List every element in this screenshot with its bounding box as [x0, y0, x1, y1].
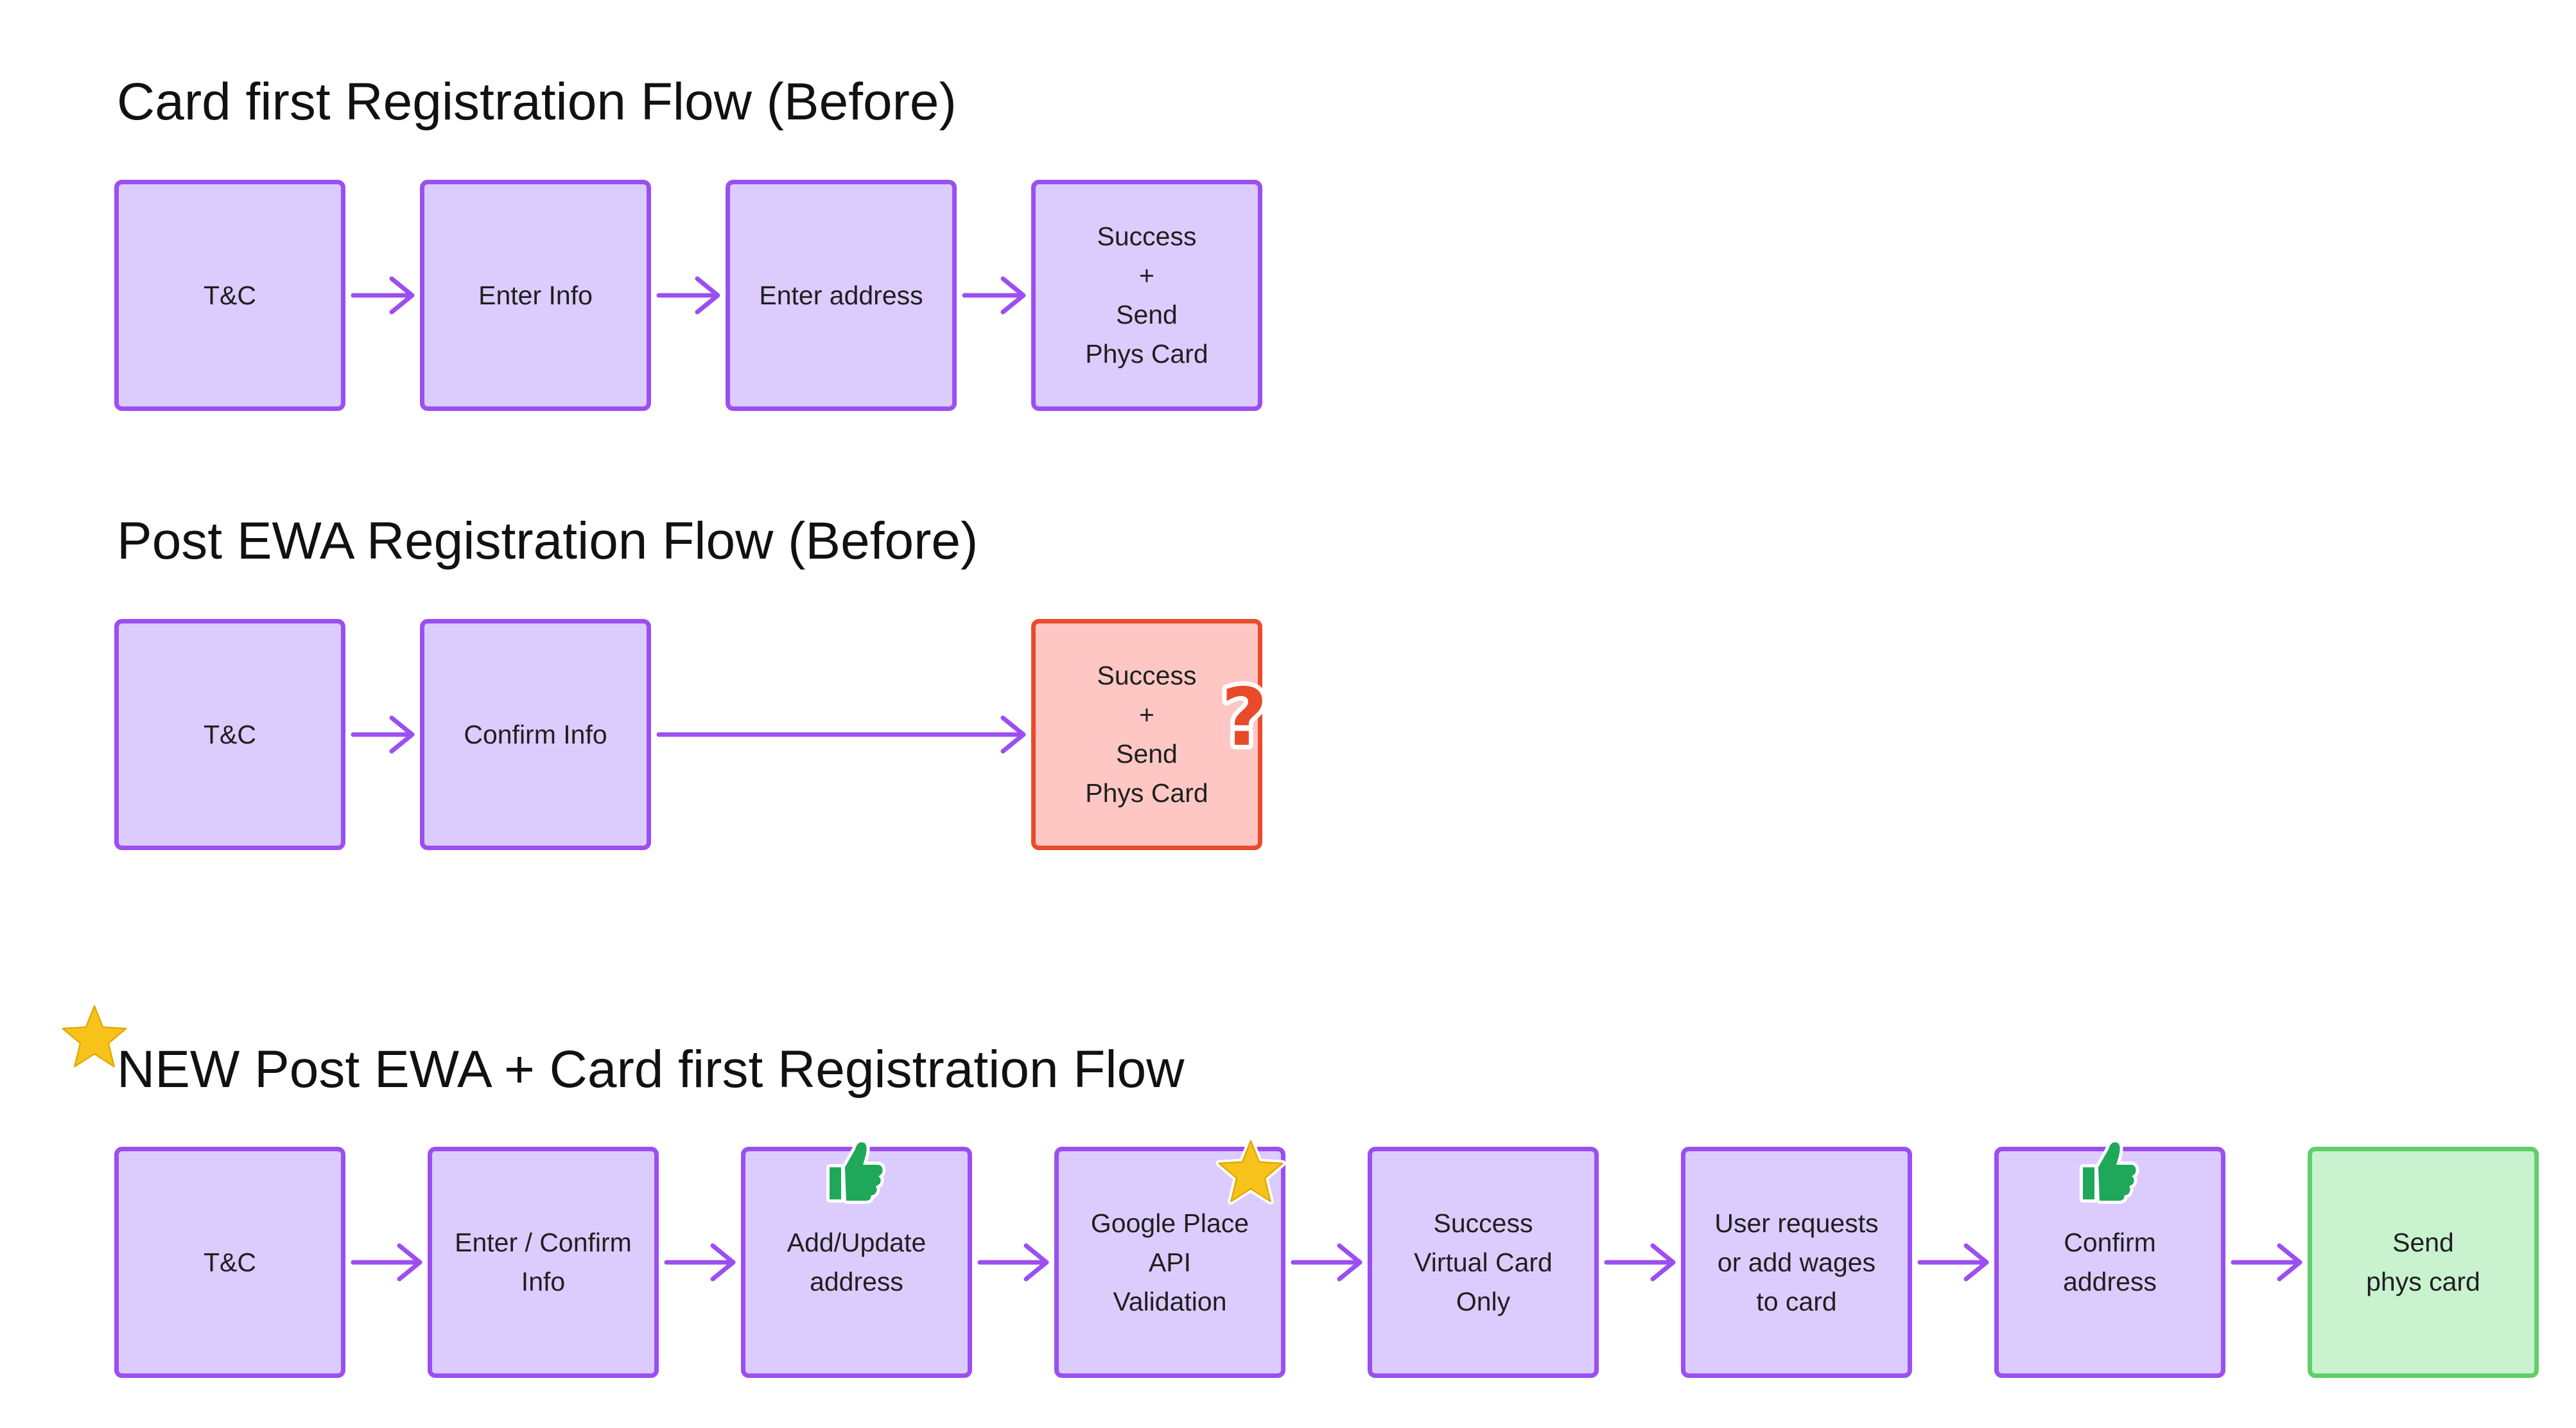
step-label: address — [810, 1267, 903, 1296]
step-label: Phys Card — [1085, 339, 1208, 369]
flow-arrow — [1604, 1243, 1676, 1282]
flow-arrow — [962, 276, 1026, 315]
flow-arrow — [1917, 1243, 1989, 1282]
flow1-step-enter-info: Enter Info — [420, 180, 651, 411]
step-label: Enter / Confirm — [455, 1228, 632, 1257]
step-label: Success — [1097, 222, 1197, 251]
flow3-step-terms: T&C — [114, 1147, 345, 1378]
step-label: + — [1139, 261, 1154, 290]
flow-arrow — [1291, 1243, 1362, 1282]
step-label: Success — [1097, 661, 1197, 690]
flow2-step-terms: T&C — [114, 619, 345, 850]
flow3-step-user-requests: User requests or add wages to card — [1681, 1147, 1912, 1378]
step-label: User requests — [1714, 1208, 1879, 1238]
step-label: API — [1148, 1247, 1192, 1277]
star-icon — [59, 1002, 130, 1072]
step-label: Only — [1456, 1286, 1511, 1316]
step-label: to card — [1756, 1286, 1837, 1316]
step-label: Enter Info — [478, 280, 593, 310]
flow3-title: NEW Post EWA + Card first Registration F… — [117, 1040, 1185, 1099]
flow3-step-send-phys-card: Send phys card — [2308, 1147, 2539, 1378]
flow1-step-success: Success + Send Phys Card — [1031, 180, 1262, 411]
step-label: Confirm — [2064, 1228, 2156, 1257]
step-label: Add/Update — [787, 1228, 927, 1257]
flow-arrow — [351, 715, 415, 754]
flow1-title: Card first Registration Flow (Before) — [117, 73, 957, 131]
flow2-title: Post EWA Registration Flow (Before) — [117, 512, 979, 570]
step-label: Phys Card — [1085, 778, 1208, 808]
step-label: or add wages — [1717, 1247, 1876, 1277]
flow-arrow — [2231, 1243, 2302, 1282]
thumbs-up-icon — [2076, 1135, 2141, 1206]
flow3-step-success-virtual-card: Success Virtual Card Only — [1368, 1147, 1599, 1378]
flow3-step-enter-confirm-info: Enter / Confirm Info — [428, 1147, 659, 1378]
step-label: Send — [1116, 300, 1178, 329]
step-label: T&C — [204, 1247, 256, 1277]
flow1-step-enter-address: Enter address — [726, 180, 957, 411]
step-label: Virtual Card — [1414, 1247, 1553, 1277]
flow-arrow — [351, 1243, 422, 1282]
step-label: Confirm Info — [464, 719, 607, 749]
step-label: + — [1139, 700, 1154, 729]
step-label: Enter address — [759, 280, 923, 310]
flow2-step-success: Success + Send Phys Card — [1031, 619, 1262, 850]
flow-arrow — [656, 276, 720, 315]
step-label: Send — [2392, 1228, 2454, 1257]
step-label: Validation — [1113, 1286, 1227, 1316]
step-label: Info — [521, 1267, 566, 1296]
step-label: T&C — [204, 719, 256, 749]
step-label: phys card — [2366, 1267, 2480, 1296]
flow2-step-confirm-info: Confirm Info — [420, 619, 651, 850]
flow-arrow — [351, 276, 415, 315]
step-label: address — [2063, 1267, 2157, 1296]
step-label: T&C — [204, 280, 256, 310]
flow-arrow-long — [656, 715, 1026, 754]
step-label: Success — [1433, 1208, 1533, 1238]
flow-arrow — [977, 1243, 1049, 1282]
flow1-step-terms: T&C — [114, 180, 345, 411]
svg-text:?: ? — [1221, 672, 1267, 764]
flow-arrow — [664, 1243, 736, 1282]
thumbs-up-icon — [823, 1135, 887, 1206]
question-mark-icon: ? — [1206, 667, 1283, 769]
step-label: Google Place — [1090, 1208, 1249, 1238]
step-label: Send — [1116, 739, 1178, 769]
star-icon — [1215, 1136, 1286, 1207]
